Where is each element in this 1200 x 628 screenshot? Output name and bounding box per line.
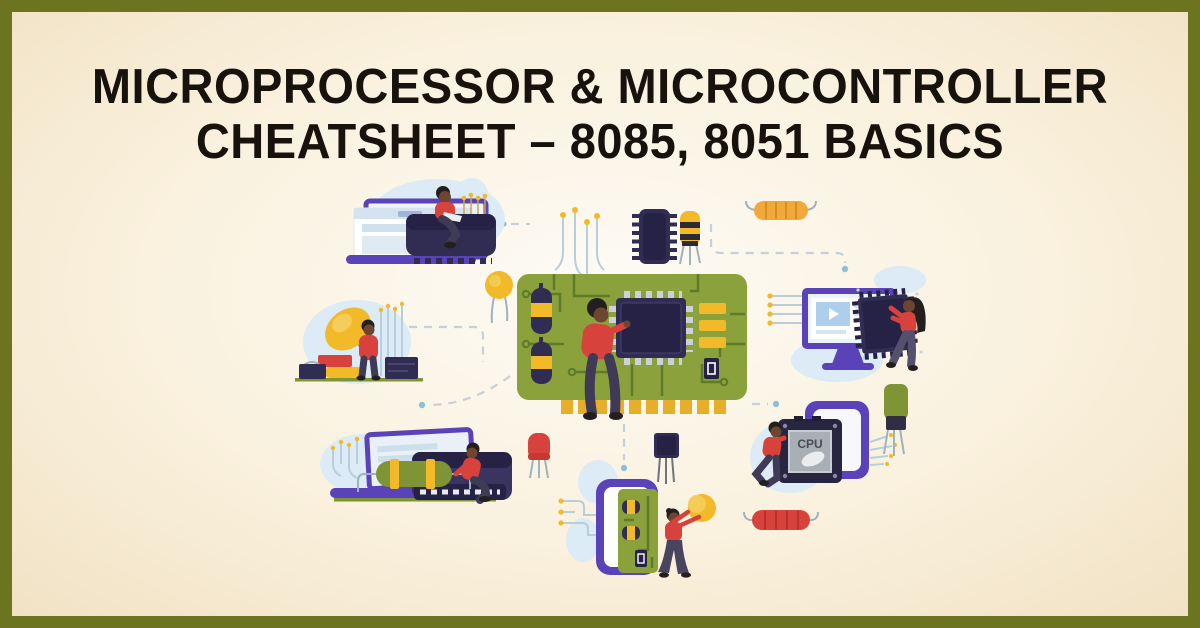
laptop-base-bl	[330, 488, 424, 498]
green-resistor	[357, 459, 471, 492]
red-component	[318, 355, 352, 367]
smartphone-pcb-with-woman-and-balloon	[558, 460, 716, 578]
pcb-person	[581, 298, 631, 420]
running-man	[751, 421, 787, 488]
carrying-woman	[886, 297, 926, 371]
chip-gold-pins	[463, 196, 486, 215]
title-line-2: CHEATSHEET – 8085, 8051 BASICS	[195, 115, 1005, 170]
monitor-traces	[772, 295, 804, 324]
toolbox	[299, 364, 326, 379]
kneeling-person	[453, 442, 491, 504]
disc-capacitor	[485, 271, 513, 324]
striped-capacitor	[679, 211, 701, 265]
circuit-illustration: CPU	[295, 178, 926, 578]
pcb-capacitor	[531, 283, 552, 334]
central-pcb-with-qfp-chip-and-person	[517, 274, 747, 420]
cpu-traces	[869, 435, 893, 466]
title-line-1: MICROPROCESSOR & MICROCONTROLLER	[91, 60, 1109, 114]
circuit-trace-lines-top	[554, 207, 605, 276]
woman-carrying-qfp-chip	[851, 288, 926, 371]
ground-line	[334, 498, 496, 502]
yellow-resistor	[745, 200, 817, 220]
transistor	[654, 433, 679, 484]
balloon-woman	[658, 508, 702, 578]
laptop-with-ic-chip-and-seated-person	[346, 178, 505, 264]
engineer-with-mallet-and-components	[295, 300, 423, 384]
monitor-with-video-player	[767, 266, 926, 382]
pcb-capacitor	[531, 337, 552, 384]
laptop-with-memory-module-and-kneeling-person	[320, 427, 512, 504]
page-title: MICROPROCESSOR & MICROCONTROLLER CHEATSH…	[36, 60, 1165, 171]
laptop-base	[346, 255, 476, 264]
dark-module	[385, 357, 418, 379]
cpu-module-with-running-man: CPU	[750, 401, 897, 493]
cpu-chip: CPU	[778, 416, 842, 483]
red-led	[528, 433, 550, 479]
yellow-component	[325, 367, 363, 378]
phone-pcb-strip	[618, 489, 658, 573]
red-resistor	[743, 510, 819, 530]
pcb-pads	[699, 303, 726, 348]
balloon	[671, 494, 716, 525]
cpu-chip-label: CPU	[797, 437, 822, 451]
dip-ic-chip	[632, 209, 677, 264]
pcb-switch	[704, 358, 719, 379]
seated-person	[435, 186, 462, 249]
green-capacitor	[883, 384, 908, 456]
phone-traces	[563, 500, 598, 536]
frame-top-strip	[0, 0, 1200, 7]
monitor-stand	[832, 348, 864, 364]
engineer-person	[356, 319, 381, 381]
play-icon	[829, 308, 839, 320]
